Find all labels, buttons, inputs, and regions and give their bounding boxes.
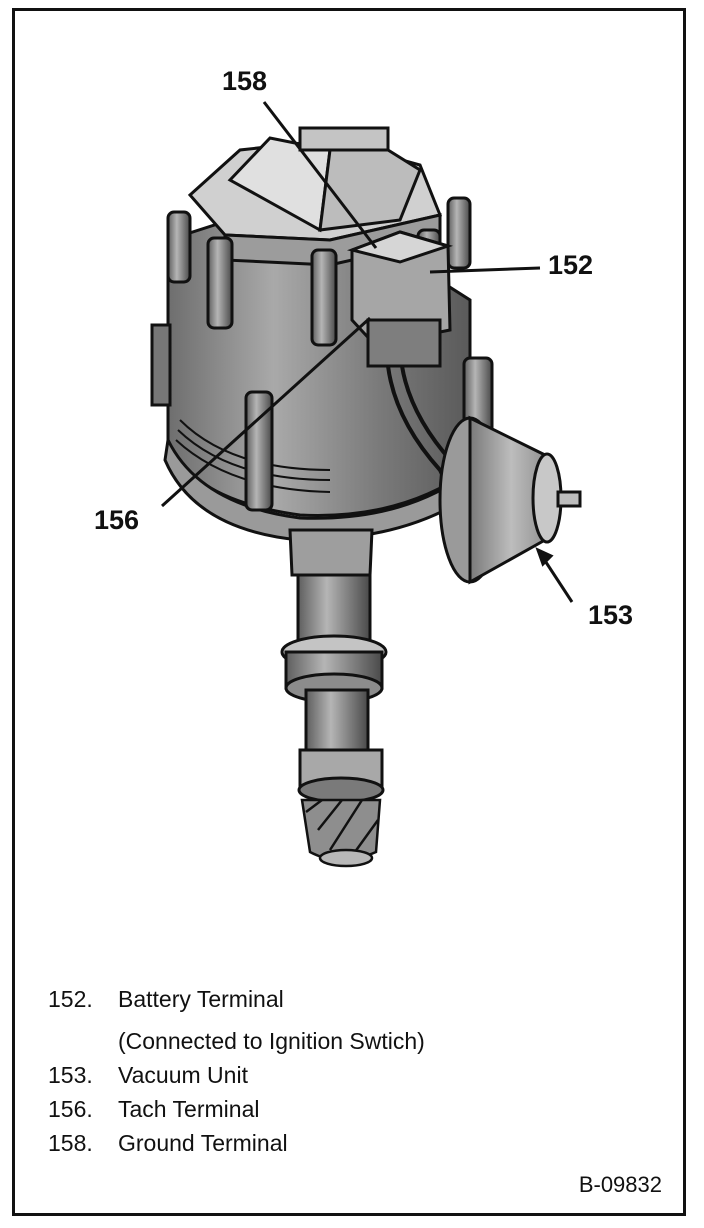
- parts-legend: 152. Battery Terminal (Connected to Igni…: [48, 982, 425, 1160]
- callout-156: 156: [94, 505, 140, 535]
- legend-number: 158.: [48, 1130, 93, 1156]
- legend-text: Battery Terminal: [118, 986, 284, 1012]
- legend-text: Tach Terminal: [118, 1096, 260, 1122]
- distributor-illustration: [150, 101, 582, 868]
- callout-153: 153: [588, 600, 634, 630]
- legend-text: Ground Terminal: [118, 1130, 288, 1156]
- legend-number: 156.: [48, 1096, 93, 1122]
- callout-158: 158: [222, 66, 268, 96]
- distributor-shaft: [280, 528, 388, 804]
- leader-lines: [160, 101, 574, 603]
- legend-number: 152.: [48, 986, 93, 1012]
- legend-item-153: 153. Vacuum Unit: [48, 1058, 425, 1092]
- legend-item-158: 158. Ground Terminal: [48, 1126, 425, 1160]
- legend-text: (Connected to Ignition Swtich): [118, 1028, 425, 1054]
- drive-gear: [300, 798, 382, 868]
- vacuum-unit-drawing: [438, 415, 582, 585]
- legend-text: Vacuum Unit: [118, 1062, 248, 1088]
- figure-id: B-09832: [578, 1172, 662, 1197]
- legend-number: 153.: [48, 1062, 93, 1088]
- terminal-connector: [346, 230, 466, 531]
- legend-item-156: 156. Tach Terminal: [48, 1092, 425, 1126]
- legend-item-152-note: (Connected to Ignition Swtich): [48, 1024, 425, 1058]
- callout-152: 152: [548, 250, 594, 280]
- legend-item-152: 152. Battery Terminal: [48, 982, 425, 1016]
